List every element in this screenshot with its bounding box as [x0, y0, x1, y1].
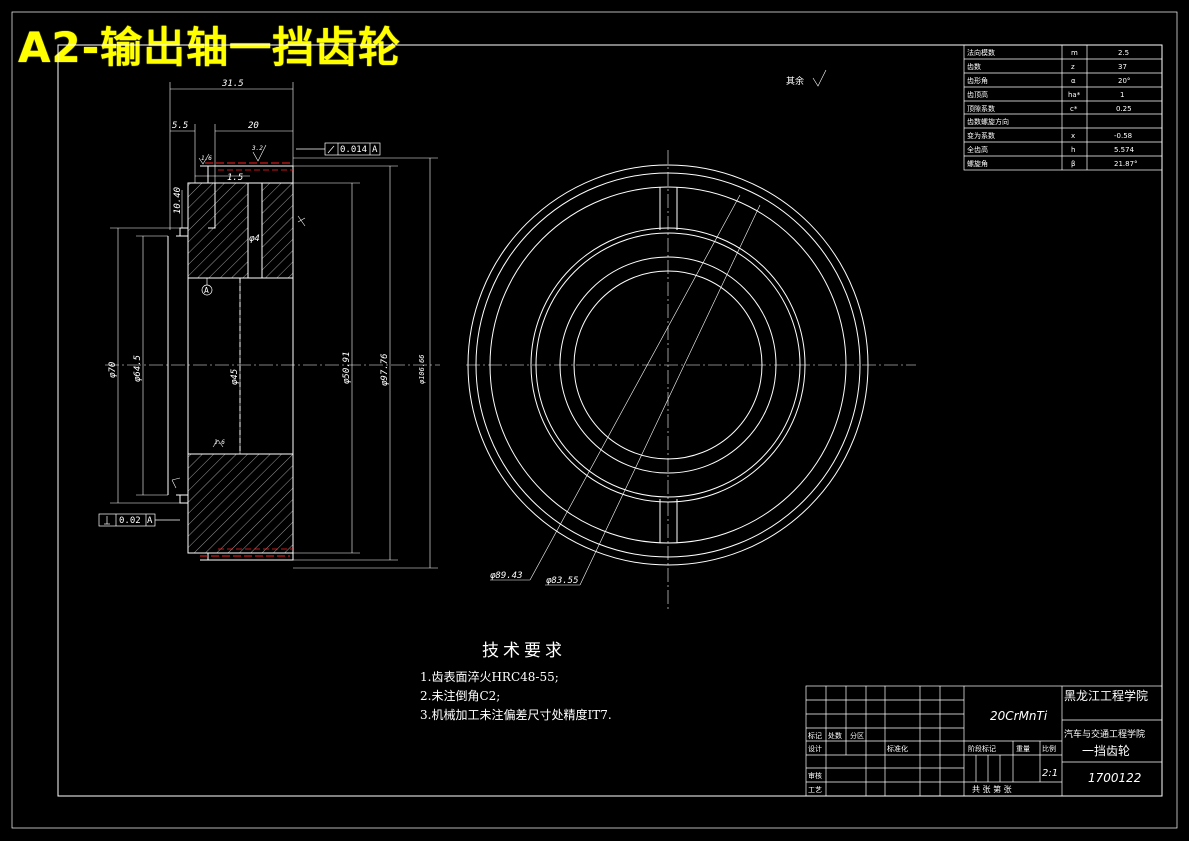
- param-name: 法向模数: [967, 48, 995, 57]
- param-name: 齿顶高: [967, 90, 988, 99]
- section-upper: [187, 182, 294, 279]
- param-symbol: h: [1071, 146, 1075, 154]
- dim-phi50-91: φ50.91: [342, 351, 352, 384]
- tb-scale-label: 比例: [1042, 744, 1056, 753]
- tolerance-top: [296, 142, 381, 156]
- param-value: 5.574: [1114, 146, 1135, 154]
- tb-drawing-no: 1700122: [1088, 771, 1141, 785]
- outer-border: [11, 11, 1178, 829]
- dim-phi106: φ106.66: [418, 354, 426, 384]
- gear-param-table: [963, 44, 1163, 171]
- tolerance-left: [98, 513, 180, 527]
- param-symbol: x: [1071, 132, 1075, 140]
- dim-20: 20: [248, 121, 259, 131]
- dim-phi45: φ45: [230, 369, 240, 385]
- tb-stage: 阶段标记: [968, 744, 996, 753]
- front-view-leaders: [490, 194, 761, 586]
- tb-scale-value: 2:1: [1042, 768, 1058, 779]
- tb-count: 处数: [828, 731, 842, 740]
- param-symbol: c*: [1070, 105, 1078, 113]
- param-symbol: ha*: [1068, 91, 1081, 99]
- tech-line-1: 1.齿表面淬火HRC48-55;: [420, 670, 559, 684]
- tb-mark: 标记: [808, 731, 822, 740]
- param-name: 顶隙系数: [967, 104, 995, 113]
- tolerance-top-datum: A: [372, 145, 378, 155]
- tb-std: 标准化: [887, 744, 908, 753]
- tech-line-3: 3.机械加工未注偏差尺寸处精度IT7.: [420, 708, 612, 722]
- param-name: 变为系数: [967, 131, 995, 140]
- tb-process: 工艺: [808, 786, 822, 794]
- dim-phi83-55: φ83.55: [546, 576, 579, 586]
- dim-1-5: 1.5: [227, 173, 243, 183]
- param-name: 齿数螺旋方向: [967, 117, 1009, 126]
- tb-part-name: 一挡齿轮: [1082, 744, 1130, 758]
- dim-phi89-43: φ89.43: [490, 571, 523, 581]
- param-symbol: m: [1071, 49, 1078, 57]
- param-value: 0.25: [1116, 105, 1132, 113]
- param-symbol: α: [1071, 77, 1076, 85]
- param-symbol: β: [1071, 160, 1075, 168]
- dim-5-5: 5.5: [172, 121, 188, 131]
- tb-zone: 分区: [850, 731, 864, 740]
- param-name: 齿形角: [967, 76, 988, 85]
- section-view: [167, 162, 294, 561]
- tech-line-2: 2.未注倒角C2;: [420, 689, 501, 703]
- param-value: 1: [1120, 91, 1124, 99]
- dim-phi4: φ4: [249, 234, 260, 244]
- tb-material: 20CrMnTi: [990, 709, 1048, 723]
- drawing-title: A2-输出轴一挡齿轮: [18, 23, 402, 72]
- tb-review: 审核: [808, 771, 822, 780]
- section-lower: [187, 453, 294, 554]
- param-symbol: z: [1071, 63, 1075, 71]
- front-view-centerlines: [466, 150, 916, 612]
- roughness-rest-label: 其余: [786, 75, 804, 87]
- roughness-3-2: 3.2: [251, 145, 263, 152]
- inner-border: [57, 44, 1163, 797]
- tb-design: 设计: [808, 744, 822, 753]
- title-block: [805, 685, 1163, 797]
- param-value: 21.87°: [1114, 160, 1138, 168]
- roughness-1-6: 1.6: [201, 155, 212, 162]
- datum-label: A: [204, 286, 209, 295]
- roughness-symbols: [171, 69, 827, 489]
- dim-phi97-76: φ97.76: [380, 353, 390, 386]
- tolerance-left-value: 0.02: [119, 516, 141, 526]
- param-name: 齿数: [967, 62, 981, 71]
- param-value: 20°: [1118, 77, 1130, 85]
- param-value: -0.58: [1114, 132, 1132, 140]
- gear-param-rows: 法向模数 m 2.5 齿数 z 37 齿形角 α 20° 齿顶高 ha* 1 顶…: [967, 48, 1138, 168]
- param-name: 螺旋角: [967, 159, 988, 168]
- param-name: 全齿高: [967, 145, 988, 154]
- dim-phi70: φ70: [108, 362, 118, 378]
- section-dimensions: [110, 82, 438, 569]
- param-value: 2.5: [1118, 49, 1129, 57]
- tb-sheets: 共 张 第 张: [972, 784, 1012, 794]
- roughness-1-6-b: 1.6: [214, 439, 225, 446]
- tb-school: 黑龙江工程学院: [1064, 688, 1148, 703]
- tb-weight: 重量: [1016, 745, 1030, 753]
- dim-phi64-5: φ64.5: [133, 355, 143, 382]
- tolerance-left-datum: A: [147, 516, 153, 526]
- dim-31-5: 31.5: [221, 79, 244, 89]
- tb-dept: 汽车与交通工程学院: [1064, 728, 1145, 740]
- tech-requirements-heading: 技术要求: [482, 641, 566, 661]
- param-value: 37: [1118, 63, 1127, 71]
- tolerance-top-value: 0.014: [340, 145, 367, 155]
- dim-10-40: 10.40: [173, 187, 183, 214]
